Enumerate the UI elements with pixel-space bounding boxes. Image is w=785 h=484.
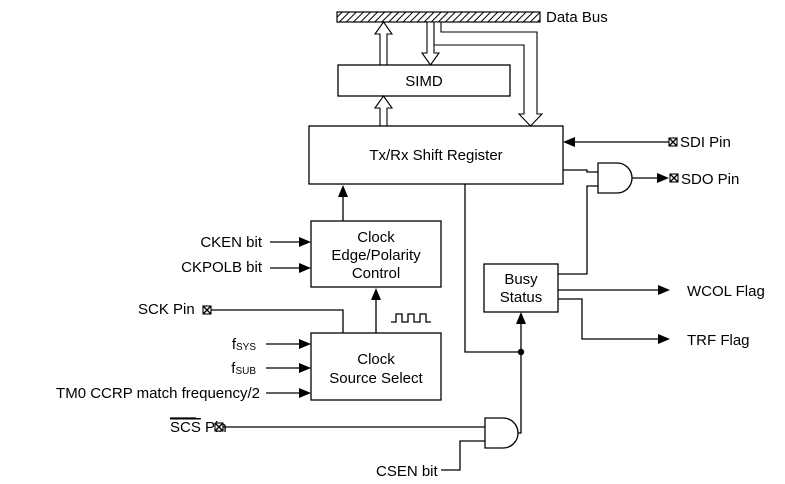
data-bus-label: Data Bus: [546, 9, 608, 26]
clock-source-line1: Clock: [357, 351, 395, 368]
clock-edge-line1: Clock: [357, 229, 395, 246]
clock-source-select-block: [310, 332, 442, 401]
fsys-label: fSYS: [232, 336, 257, 353]
clock-source-to-edge-arrowhead: [371, 288, 381, 300]
busy-to-sdo-gate-wire: [558, 185, 598, 275]
ckpolb-label: CKPOLB bit: [181, 259, 263, 276]
shift-to-sdo-gate-wire: [563, 169, 598, 173]
simd-to-bus-arrow: [373, 21, 394, 66]
csen-wire: [441, 440, 485, 471]
trf-flag-label: TRF Flag: [687, 332, 750, 349]
ckpolb-arrowhead: [299, 263, 311, 273]
scs-and-gate: [484, 417, 519, 449]
cken-arrowhead: [299, 237, 311, 247]
wcol-flag-label: WCOL Flag: [687, 283, 765, 300]
shift-register-label: Tx/Rx Shift Register: [369, 147, 502, 164]
wcol-arrowhead: [658, 285, 670, 295]
tm0-arrowhead: [299, 388, 311, 398]
busy-status-line2: Status: [500, 289, 543, 306]
fsub-arrowhead: [299, 363, 311, 373]
scs-pin-label: SCS Pin: [170, 419, 227, 436]
trf-wire: [558, 298, 658, 340]
shift-register-block: [308, 125, 564, 185]
sdo-arrowhead: [657, 173, 669, 183]
scs-gate-output-wire: [518, 352, 522, 434]
sdi-arrowhead: [563, 137, 575, 147]
sdi-pin-label: SDI Pin: [680, 134, 731, 151]
fsub-label: fSUB: [231, 360, 256, 377]
clock-waveform-icon: [391, 313, 431, 323]
busy-status-arrowhead: [516, 312, 526, 324]
tm0-label: TM0 CCRP match frequency/2: [56, 385, 260, 402]
clock-edge-polarity-block: [310, 220, 442, 288]
shift-register-to-simd-arrow: [373, 95, 394, 127]
data-bus: [336, 11, 541, 23]
busy-status-block: [483, 263, 559, 313]
sck-pin-label: SCK Pin: [138, 301, 195, 318]
simd-block: [337, 64, 511, 97]
fsys-arrowhead: [299, 339, 311, 349]
csen-label: CSEN bit: [376, 463, 439, 480]
sdo-and-gate: [597, 162, 633, 194]
clock-edge-line2: Edge/Polarity: [331, 247, 421, 264]
bus-to-shift-register-arrow: [433, 21, 544, 127]
clock-source-line2: Source Select: [329, 370, 423, 387]
cken-label: CKEN bit: [200, 234, 263, 251]
sck-wire: [211, 309, 344, 333]
clock-edge-line3: Control: [352, 265, 400, 282]
sdo-pin-label: SDO Pin: [681, 171, 739, 188]
simd-label: SIMD: [405, 73, 443, 90]
shift-to-junction-wire: [464, 184, 521, 353]
clock-edge-to-shift-arrowhead: [338, 185, 348, 197]
trf-arrowhead: [658, 334, 670, 344]
busy-status-line1: Busy: [504, 271, 538, 288]
